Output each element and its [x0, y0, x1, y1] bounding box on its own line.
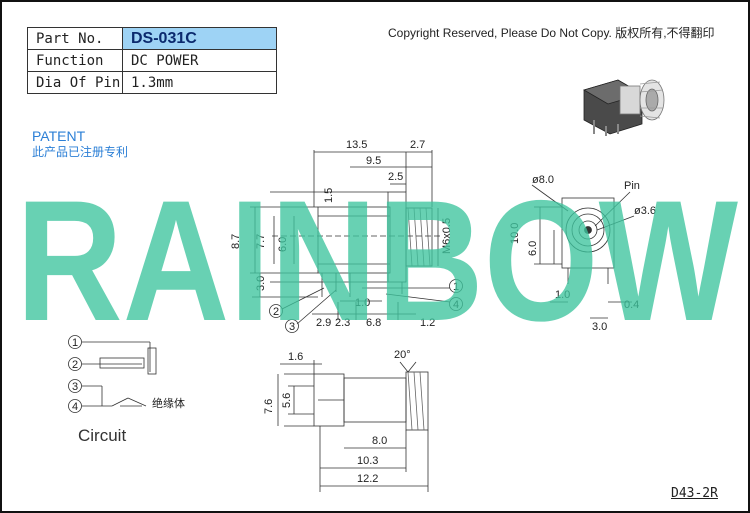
dim-7-6: 7.6	[263, 399, 275, 414]
pin-balloon	[68, 357, 82, 371]
dim-1-6: 1.6	[288, 351, 303, 363]
dim-8-7: 8.7	[230, 234, 242, 249]
circuit-pin-number: 2	[72, 359, 78, 371]
dim-m6: M6x0.5	[441, 218, 453, 254]
dim-2-5: 2.5	[388, 171, 403, 183]
dim-2-3: 2.3	[335, 317, 350, 329]
pin-number: 4	[453, 299, 459, 311]
spec-label: Function	[27, 49, 123, 72]
dim-1-5: 1.5	[323, 188, 335, 203]
dim-20-deg: 20°	[394, 349, 411, 361]
insulator-label: 绝缘体	[152, 396, 185, 410]
dim-10-3: 10.3	[357, 455, 378, 467]
dim-12-2: 12.2	[357, 473, 378, 485]
spec-table: Part No. DS-031C Function DC POWER Dia O…	[27, 27, 277, 94]
dim-7-7: 7.7	[255, 234, 267, 249]
pin-balloon	[269, 304, 283, 318]
pin-number: 2	[273, 306, 279, 318]
dim-10-0: 10.0	[509, 223, 521, 244]
pin-balloon	[285, 319, 299, 333]
spec-label: Part No.	[27, 27, 123, 50]
pin-diameter-value: 1.3mm	[122, 71, 277, 94]
drawing-number: D43-2R	[671, 486, 718, 501]
dim-5-6: 5.6	[281, 393, 293, 408]
front-view	[531, 184, 635, 319]
dim-6-8: 6.8	[366, 317, 381, 329]
pin-label: Pin	[624, 180, 640, 192]
pin-balloon	[68, 335, 82, 349]
patent-subtitle: 此产品已注册专利	[32, 145, 129, 159]
rainbow-watermark: RAINBOW	[16, 165, 739, 357]
dim-1-0: 1.0	[355, 297, 370, 309]
dim-8-0: 8.0	[372, 435, 387, 447]
pin-balloon	[449, 297, 463, 311]
spec-label: Dia Of Pin	[27, 71, 123, 94]
dim-9-5: 9.5	[366, 155, 381, 167]
circuit-pin-number: 1	[72, 337, 78, 349]
pin-balloon	[68, 399, 82, 413]
dim-phi-3-6: ø3.6	[634, 205, 656, 217]
patent-block: PATENT 此产品已注册专利	[32, 128, 128, 160]
pin-number: 3	[289, 321, 295, 333]
product-illustration	[582, 79, 665, 136]
dim-front-3-0: 3.0	[592, 321, 607, 333]
pin-balloon	[68, 379, 82, 393]
dim-0-4: 0.4	[624, 299, 639, 311]
pin-balloon	[449, 279, 463, 293]
circuit-pin-number: 4	[72, 401, 78, 413]
pin-number: 1	[453, 281, 459, 293]
circuit-pin-number: 3	[72, 381, 78, 393]
dim-phi-8: ø8.0	[532, 174, 554, 186]
dim-13-5: 13.5	[346, 139, 367, 151]
circuit-diagram	[82, 341, 157, 407]
dim-2-7: 2.7	[410, 139, 425, 151]
dim-6-0: 6.0	[277, 237, 289, 252]
side-view	[250, 150, 451, 325]
spec-row-part-no: Part No. DS-031C	[27, 27, 277, 50]
dim-front-6-0: 6.0	[527, 241, 539, 256]
circuit-title: Circuit	[78, 426, 127, 445]
dim-1-2: 1.2	[420, 317, 435, 329]
part-number-value: DS-031C	[122, 27, 277, 50]
dim-front-1-0: 1.0	[555, 289, 570, 301]
copyright-notice: Copyright Reserved, Please Do Not Copy. …	[388, 26, 715, 40]
patent-title: PATENT	[32, 128, 86, 144]
dim-2-9: 2.9	[316, 317, 331, 329]
top-view	[277, 360, 429, 492]
spec-row-pin-dia: Dia Of Pin 1.3mm	[27, 71, 277, 94]
dim-3-0: 3.0	[255, 276, 267, 291]
